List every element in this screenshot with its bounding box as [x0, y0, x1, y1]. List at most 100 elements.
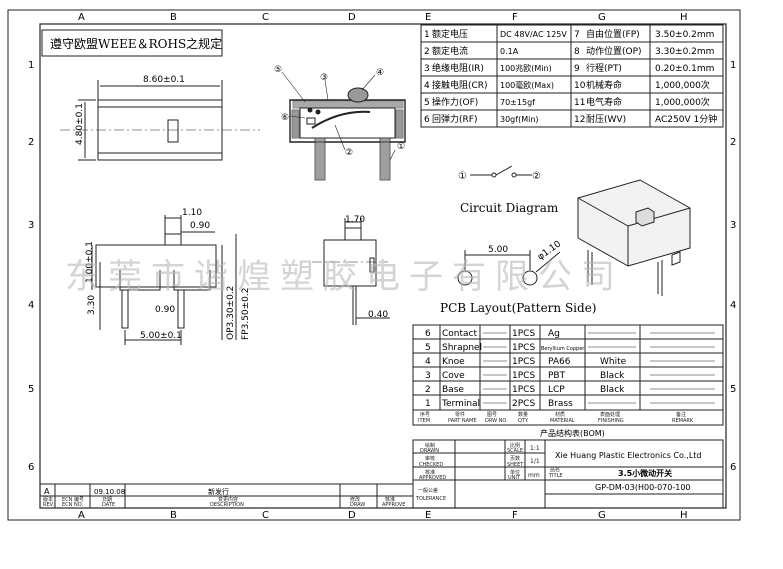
- bom-part: Contact: [442, 329, 477, 339]
- row-number-right: 3: [730, 220, 736, 231]
- bom-hdr-qty: 数量: [518, 411, 528, 418]
- tb-approved: 核准: [425, 469, 435, 476]
- spec-label-left: 1: [424, 30, 430, 40]
- side-view: [312, 218, 390, 325]
- bom-material: PBT: [548, 371, 566, 381]
- dim-5-00: 5.00±0.1: [140, 331, 182, 341]
- column-letter-bottom: D: [348, 510, 356, 521]
- row-number-right: 1: [730, 60, 736, 71]
- rev-hdr-draw: 修改: [350, 496, 360, 503]
- bom-material: LCP: [548, 385, 565, 395]
- tb-checked-en: CHECKED: [419, 462, 443, 468]
- column-letter-top: D: [348, 12, 356, 23]
- spec-label-right: 动作位置(OP): [586, 45, 642, 57]
- outer-frame: [7, 9, 741, 521]
- bom-finish: Black: [600, 385, 625, 395]
- tb-tolerance-en: TOLERANCE: [415, 496, 446, 502]
- callout-5: ⑤: [274, 65, 282, 75]
- isometric-view: [577, 179, 691, 296]
- rev-hdr-appr: 核准: [385, 496, 395, 503]
- dim-0-40: 0.40: [368, 310, 388, 320]
- column-letter-top: C: [262, 12, 269, 23]
- column-letter-top: H: [680, 12, 688, 23]
- callout-6: ⑥: [281, 113, 289, 123]
- bom-qty: 1PCS: [512, 329, 535, 339]
- dim-1-00: 1.00±0.1: [85, 241, 95, 283]
- row-number-left: 2: [28, 137, 34, 148]
- revision-headers: 版本 REV. ECN 编号 ECN NO. 日期 DATE 变更内容 DESC…: [43, 496, 405, 508]
- bom-no: 2: [425, 385, 431, 395]
- dim-0-90-top: 0.90: [190, 221, 210, 231]
- bom-material: Brass: [548, 399, 573, 409]
- spec-label-left: 5: [424, 98, 430, 108]
- spec-value-left: 100兆欧(Min): [500, 63, 552, 73]
- bom-part: Knoe: [442, 357, 465, 367]
- column-letter-top: G: [598, 12, 606, 23]
- tb-sheet-val: 1/1: [530, 458, 540, 465]
- dim-op: OP3.30±0.2: [226, 286, 236, 340]
- spec-value-right: 3.30±0.2mm: [655, 47, 714, 57]
- drawing-number: GP-DM-03(H00-070-100: [595, 483, 691, 492]
- column-letter-top: A: [78, 12, 85, 23]
- spec-label-left: 4: [424, 81, 430, 91]
- bom-hdr-finish: 表面处理: [600, 411, 620, 418]
- callout-3: ③: [320, 73, 328, 83]
- dim-1-10: 1.10: [182, 208, 202, 218]
- spec-label-left: 3: [424, 64, 430, 74]
- bom-hdr-no: 序号: [420, 411, 430, 418]
- dim-3-30: 3.30: [87, 295, 97, 315]
- rev-hdr-ecn: ECN 编号: [62, 496, 84, 503]
- bom-hdr-material: 材质: [555, 411, 565, 418]
- row-number-left: 5: [28, 384, 34, 395]
- bom-hdr-partno: 图号: [487, 412, 497, 418]
- spec-label-left: 6: [424, 115, 430, 125]
- dim-1-70: 1.70: [345, 215, 365, 225]
- circuit-diagram: [470, 165, 532, 178]
- tb-unit-val: mm: [528, 472, 540, 479]
- column-letter-bottom: H: [680, 510, 688, 521]
- company-name: Xie Huang Plastic Electronics Co.,Ltd: [555, 451, 702, 460]
- row-number-left: 6: [28, 462, 34, 473]
- tb-scale: 比例: [510, 442, 520, 449]
- watermark: 东莞市谐煌塑胶电子有限公司: [65, 257, 624, 297]
- callout-labels: ⑤ ③ ④ ⑥ ② ①: [274, 65, 405, 161]
- spec-value-right: AC250V 1分钟: [655, 113, 717, 125]
- circuit-node-1: ①: [458, 171, 467, 182]
- column-letter-bottom: E: [425, 510, 431, 521]
- tb-scale-val: 1:1: [530, 445, 540, 452]
- spec-value-left: 100毫欧(Max): [500, 80, 554, 90]
- rev-description: 新发行: [208, 487, 229, 496]
- dim-0-90-bottom: 0.90: [155, 305, 175, 315]
- spec-label-left: 额定电压: [432, 28, 468, 40]
- bom-no: 6: [425, 329, 431, 339]
- rev-hdr-desc: 变更内容: [218, 496, 238, 503]
- column-letter-top: B: [170, 12, 177, 23]
- tb-title-en: TITLE: [548, 473, 563, 479]
- bom-finish: Black: [600, 371, 625, 381]
- rev-hdr-date-en: DATE: [102, 502, 115, 508]
- spec-label-right: 7: [574, 30, 580, 40]
- bom-hdr-qty-en: QTY.: [518, 418, 529, 424]
- bom-part: Cove: [442, 371, 465, 381]
- title-block: [412, 439, 724, 509]
- spec-label-right: 9: [574, 64, 580, 74]
- rev-hdr-rev-en: REV.: [43, 502, 54, 508]
- spec-label-left: 回弹力(RF): [432, 113, 477, 125]
- title-block-text: 绘制 DRAWN 审核 CHECKED 核准 APPROVED 一般公差 TOL…: [415, 442, 563, 502]
- tb-scale-en: SCALE: [507, 448, 523, 454]
- bom-material: Beryllium Copper: [541, 346, 585, 352]
- spec-value-left: DC 48V/AC 125V: [500, 30, 567, 39]
- spec-value-right: 1,000,000次: [655, 79, 710, 91]
- tb-unit: 单位: [510, 469, 520, 476]
- tb-unit-en: UNIT: [508, 475, 521, 481]
- rev-date: 09.10.08: [94, 488, 125, 496]
- column-letter-bottom: G: [598, 510, 606, 521]
- column-letter-bottom: C: [262, 510, 269, 521]
- tb-drawn-en: DRAWN: [420, 448, 439, 454]
- pcb-layout: [457, 250, 561, 286]
- spec-value-left: 0.1A: [500, 47, 519, 56]
